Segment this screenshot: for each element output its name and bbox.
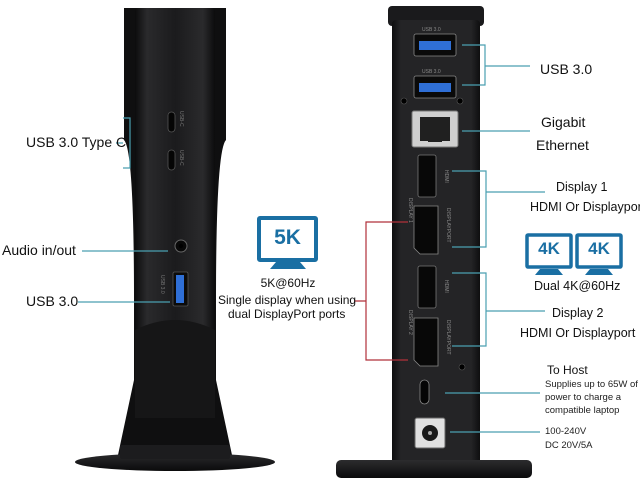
- usb-c-port-1: [167, 111, 176, 133]
- hdmi-port-1: [417, 154, 437, 198]
- label-usb-type-c: USB 3.0 Type C: [26, 134, 127, 150]
- label-power-output: DC 20V/5A: [545, 440, 593, 451]
- label-gigabit: Gigabit: [541, 114, 586, 130]
- port-print-display1: DISPLAY 1: [407, 198, 413, 223]
- label-power-input: 100-240V: [545, 426, 587, 437]
- usb-c-host-port: [419, 379, 430, 405]
- side-body: [135, 8, 215, 418]
- hdmi-port-2: [417, 265, 437, 309]
- rear-base: [336, 460, 532, 478]
- port-print-hdmi2: HDMI: [443, 280, 449, 293]
- audio-jack-hole: [178, 243, 184, 249]
- port-print-usbc-1: USB-C: [178, 111, 184, 127]
- ethernet-port-clip: [428, 137, 442, 142]
- port-print-dp1: DISPLAYPORT: [445, 208, 451, 243]
- label-usb-a: USB 3.0: [26, 293, 79, 309]
- port-print-usb30-top2: USB 3.0: [422, 69, 441, 75]
- badge-5k-text: 5K: [274, 226, 301, 249]
- mount-hole-2: [456, 97, 464, 105]
- dock-rear-view: [336, 6, 545, 478]
- dock-side-view: [75, 8, 275, 471]
- side-lower-panel: [135, 320, 215, 418]
- callout-bracket-usbc: [116, 117, 131, 169]
- label-5k-resolution: 5K@60Hz: [260, 276, 316, 290]
- mount-hole-1: [400, 97, 408, 105]
- label-host-line2: power to charge a: [545, 392, 622, 403]
- label-single-display-1: Single display when using: [218, 293, 357, 307]
- callout-bracket-usb3: [462, 44, 530, 86]
- side-foot: [120, 445, 230, 459]
- usb-c-port-2: [167, 149, 176, 171]
- label-to-host: To Host: [547, 363, 588, 377]
- label-host-line1: Supplies up to 65W of: [545, 379, 638, 390]
- port-print-usbc-2: USB-C: [178, 150, 184, 166]
- badge-4k-b-text: 4K: [588, 239, 610, 258]
- port-print-hdmi1: HDMI: [443, 170, 449, 183]
- label-single-display-2: dual DisplayPort ports: [228, 307, 346, 321]
- callout-bracket-display1: [452, 170, 545, 248]
- callout-bracket-dual-dp: [354, 221, 408, 361]
- usb-a-port-tongue: [176, 275, 184, 303]
- label-display1-title: Display 1: [556, 180, 608, 194]
- monitor-4k-icon-a: [525, 233, 573, 275]
- label-host-line3: compatible laptop: [545, 405, 620, 416]
- badge-4k-a-text: 4K: [538, 239, 560, 258]
- label-dual-4k: Dual 4K@60Hz: [534, 279, 621, 293]
- monitor-4k-icon-b: [575, 233, 623, 275]
- monitor-5k-icon: [257, 216, 318, 269]
- displayport-1: [413, 205, 439, 255]
- port-print-usb30: USB 3.0: [159, 275, 165, 294]
- usb-a-port-top-2-tongue: [419, 83, 451, 92]
- port-print-dp2: DISPLAYPORT: [445, 320, 451, 355]
- usb-a-port-top-1-tongue: [419, 41, 451, 50]
- label-usb3: USB 3.0: [540, 61, 593, 77]
- port-print-display2: DISPLAY 2: [407, 310, 413, 335]
- displayport-2: [413, 317, 439, 367]
- label-audio: Audio in/out: [2, 242, 76, 258]
- label-display2-sub: HDMI Or Displayport: [520, 326, 636, 340]
- label-display2-title: Display 2: [552, 306, 604, 320]
- label-display1-sub: HDMI Or Displayport: [530, 200, 640, 214]
- mount-hole-3: [458, 363, 466, 371]
- dc-power-jack-pin: [428, 431, 432, 435]
- callout-bracket-display2: [452, 272, 545, 347]
- label-ethernet: Ethernet: [536, 137, 589, 153]
- port-print-usb30-top1: USB 3.0: [422, 27, 441, 33]
